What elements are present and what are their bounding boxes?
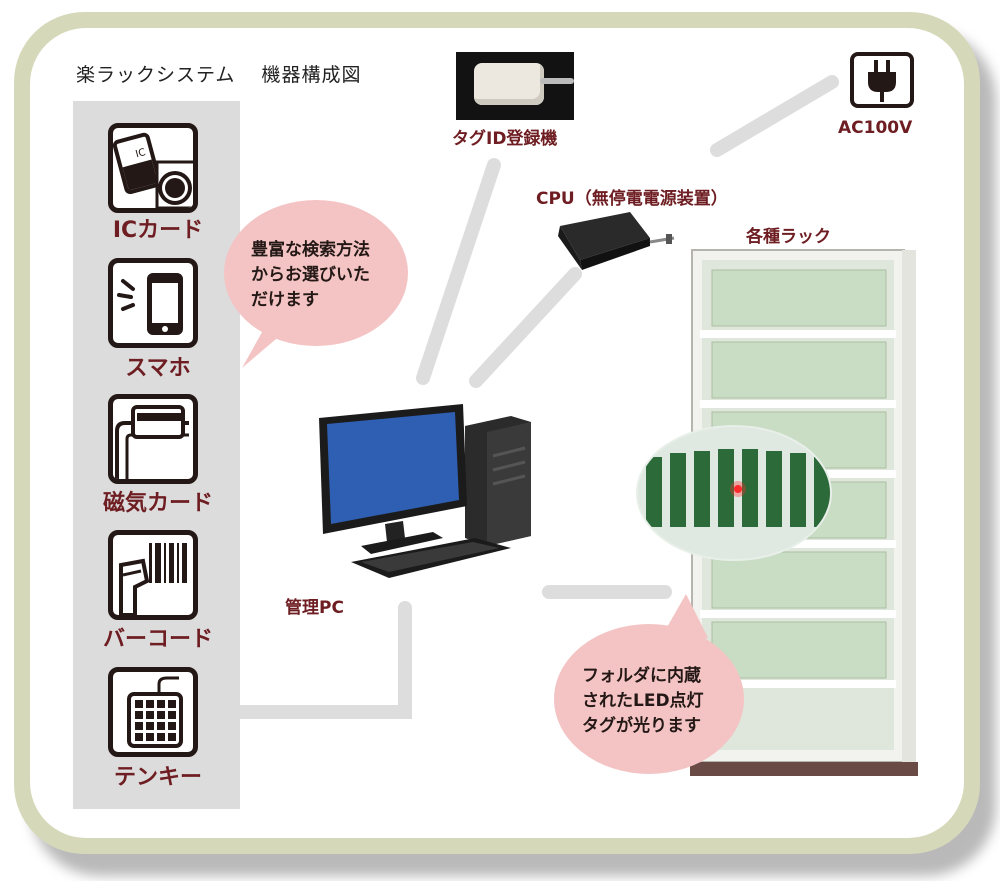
connector-tag-to-pc xyxy=(416,158,501,385)
tag-registrar-device xyxy=(474,63,544,105)
magnetic-card-reader-icon xyxy=(108,394,198,484)
title-system-name: 楽ラックシステム xyxy=(76,64,236,86)
ic-card-icon: IC xyxy=(108,123,198,213)
management-pc-illustration xyxy=(319,404,531,578)
diagram-title: 楽ラックシステム 機器構成図 xyxy=(76,60,361,87)
connector-sidebar-to-pc xyxy=(233,601,412,719)
power-label: AC100V xyxy=(838,118,913,138)
numeric-keypad-label: テンキー xyxy=(113,765,202,790)
connector-power-to-cpu xyxy=(710,75,839,157)
tag-registrar-label: タグID登録機 xyxy=(452,129,558,149)
led-tag-text: フォルダに内蔵 されたLED点灯 タグが光ります xyxy=(582,664,704,739)
pc-keyboard xyxy=(351,538,511,578)
search-methods-text: 豊富な検索方法 からお選びいた だけます xyxy=(251,238,370,313)
ic-card-label: ICカード xyxy=(112,218,204,243)
led-tag-bubble xyxy=(554,624,744,774)
rack-label: 各種ラック xyxy=(746,227,831,247)
led-bubble-line-3: タグが光ります xyxy=(582,716,701,736)
cpu-label: CPU（無停電電源装置） xyxy=(536,189,728,209)
led-bubble-line-2: されたLED点灯 xyxy=(582,691,704,711)
title-diagram-name: 機器構成図 xyxy=(261,64,362,86)
magnetic-card-label: 磁気カード xyxy=(102,491,213,516)
led-bubble-line-1: フォルダに内蔵 xyxy=(582,666,701,686)
search-bubble-line-2: からお選びいた xyxy=(251,265,370,285)
pc-label: 管理PC xyxy=(285,598,344,618)
barcode-scanner-icon xyxy=(108,530,198,620)
pc-monitor xyxy=(319,404,467,554)
smartphone-icon xyxy=(108,258,198,348)
search-bubble-line-3: だけます xyxy=(251,290,319,310)
numeric-keypad-icon xyxy=(108,667,198,757)
connector-cpu-to-pc xyxy=(469,267,582,388)
cpu-ups-device xyxy=(558,212,675,270)
barcode-label: バーコード xyxy=(102,627,213,652)
search-methods-bubble xyxy=(224,200,408,346)
pc-tower xyxy=(465,416,531,546)
power-plug-icon xyxy=(850,52,914,108)
svg-text:IC: IC xyxy=(134,147,146,160)
led-tag-closeup xyxy=(636,425,832,561)
smartphone-label: スマホ xyxy=(125,356,191,381)
tag-registrar-cable xyxy=(540,78,574,84)
search-bubble-line-1: 豊富な検索方法 xyxy=(251,240,370,260)
